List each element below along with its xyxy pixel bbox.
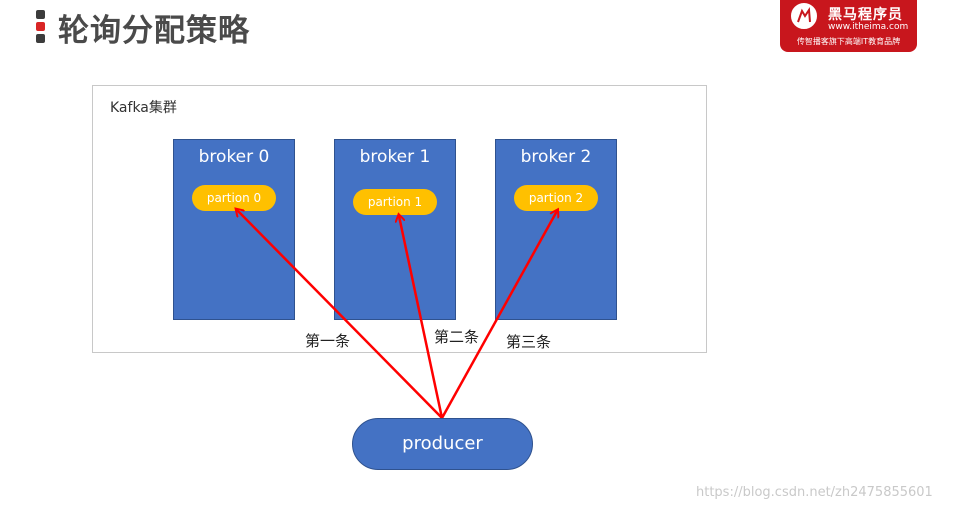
cluster-label: Kafka集群 <box>110 100 177 116</box>
partition-2: partion 2 <box>514 185 598 211</box>
broker-0: broker 0 <box>173 139 295 320</box>
message-label-first: 第一条 <box>305 332 351 350</box>
brand-url: www.itheima.com <box>828 22 909 32</box>
title-accent-icon <box>36 10 48 44</box>
horse-logo-icon <box>791 3 817 29</box>
brand-logo: 黑马程序员 www.itheima.com 传智播客旗下高端IT教育品牌 <box>780 0 917 52</box>
brand-slogan: 传智播客旗下高端IT教育品牌 <box>796 37 901 46</box>
producer-node: producer <box>352 418 533 470</box>
broker-label: broker 2 <box>520 147 592 167</box>
page-title: 轮询分配策略 <box>58 13 250 49</box>
message-label-third: 第三条 <box>506 333 552 351</box>
arrow-to-partition-0 <box>237 210 443 419</box>
message-label-second: 第二条 <box>434 328 480 346</box>
broker-1: broker 1 <box>334 139 456 320</box>
broker-2: broker 2 <box>495 139 617 320</box>
watermark: https://blog.csdn.net/zh2475855601 <box>696 485 933 500</box>
kafka-cluster-box <box>92 85 707 353</box>
broker-label: broker 1 <box>359 147 431 167</box>
partition-0: partion 0 <box>192 185 276 211</box>
brand-name: 黑马程序员 <box>828 7 903 23</box>
partition-1: partion 1 <box>353 189 437 215</box>
broker-label: broker 0 <box>198 147 270 167</box>
arrow-to-partition-2 <box>440 211 557 419</box>
arrow-to-partition-1 <box>399 216 444 419</box>
